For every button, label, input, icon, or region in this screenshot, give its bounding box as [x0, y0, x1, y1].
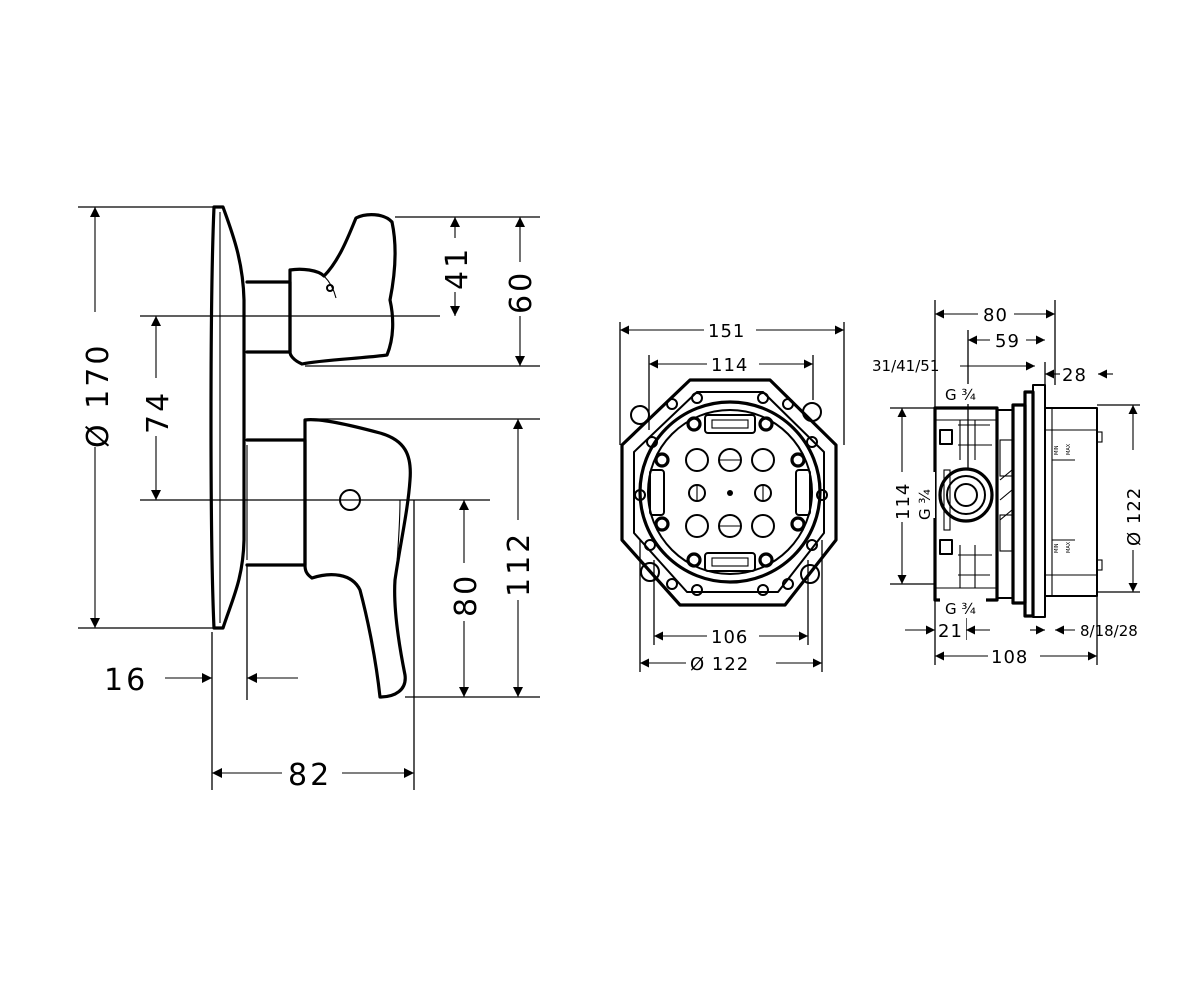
dim-60: 60 — [504, 270, 539, 314]
dim-28: 28 — [1062, 365, 1087, 386]
dim-diameter-122-front: Ø 122 — [690, 654, 749, 675]
dim-41: 41 — [440, 246, 475, 290]
dim-31-41-51: 31/41/51 — [872, 357, 939, 375]
dim-74: 74 — [141, 390, 176, 434]
dim-114-front: 114 — [711, 355, 748, 376]
dim-59: 59 — [995, 331, 1020, 352]
svg-text:MIN: MIN — [1054, 445, 1060, 455]
dim-106: 106 — [711, 627, 748, 648]
mixer-hub — [245, 438, 307, 567]
dim-8-18-28: 8/18/28 — [1080, 622, 1138, 640]
dim-16: 16 — [104, 663, 148, 698]
mixer-lever — [303, 418, 412, 699]
front-cover — [1044, 407, 1098, 597]
dim-82: 82 — [288, 758, 332, 793]
ring-screws — [654, 416, 806, 568]
svg-text:MAX: MAX — [1066, 443, 1072, 455]
side-view: Ø 170 74 41 60 80 112 16 82 — [78, 205, 540, 793]
dim-108: 108 — [991, 647, 1028, 668]
escutcheon-plate — [209, 205, 246, 630]
inlet-port — [938, 467, 994, 523]
frame-screws — [634, 392, 828, 596]
label-g34-bottom: G ¾ — [945, 600, 976, 618]
dim-114-side: 114 — [893, 483, 914, 520]
front-view: 151 114 106 Ø 122 — [619, 318, 845, 675]
dim-151: 151 — [708, 321, 745, 342]
dim-diameter-122-side: Ø 122 — [1124, 487, 1145, 546]
dim-21: 21 — [938, 621, 963, 642]
label-g34-side: G ¾ — [916, 489, 934, 520]
label-g34-top: G ¾ — [945, 386, 976, 404]
center-bolts — [685, 448, 775, 538]
box-side-view: MIN MAX MIN MAX 80 59 3 — [872, 300, 1146, 668]
dim-80-right: 80 — [983, 305, 1008, 326]
dim-112: 112 — [502, 531, 537, 597]
svg-text:MAX: MAX — [1066, 541, 1072, 553]
box-ring — [638, 400, 822, 584]
diverter-lever — [288, 213, 397, 366]
dim-80-left: 80 — [449, 573, 484, 617]
svg-text:MIN: MIN — [1054, 543, 1060, 553]
flange-plate — [1011, 403, 1027, 605]
diverter-hub — [245, 280, 292, 354]
dim-diameter-170: Ø 170 — [81, 343, 116, 448]
